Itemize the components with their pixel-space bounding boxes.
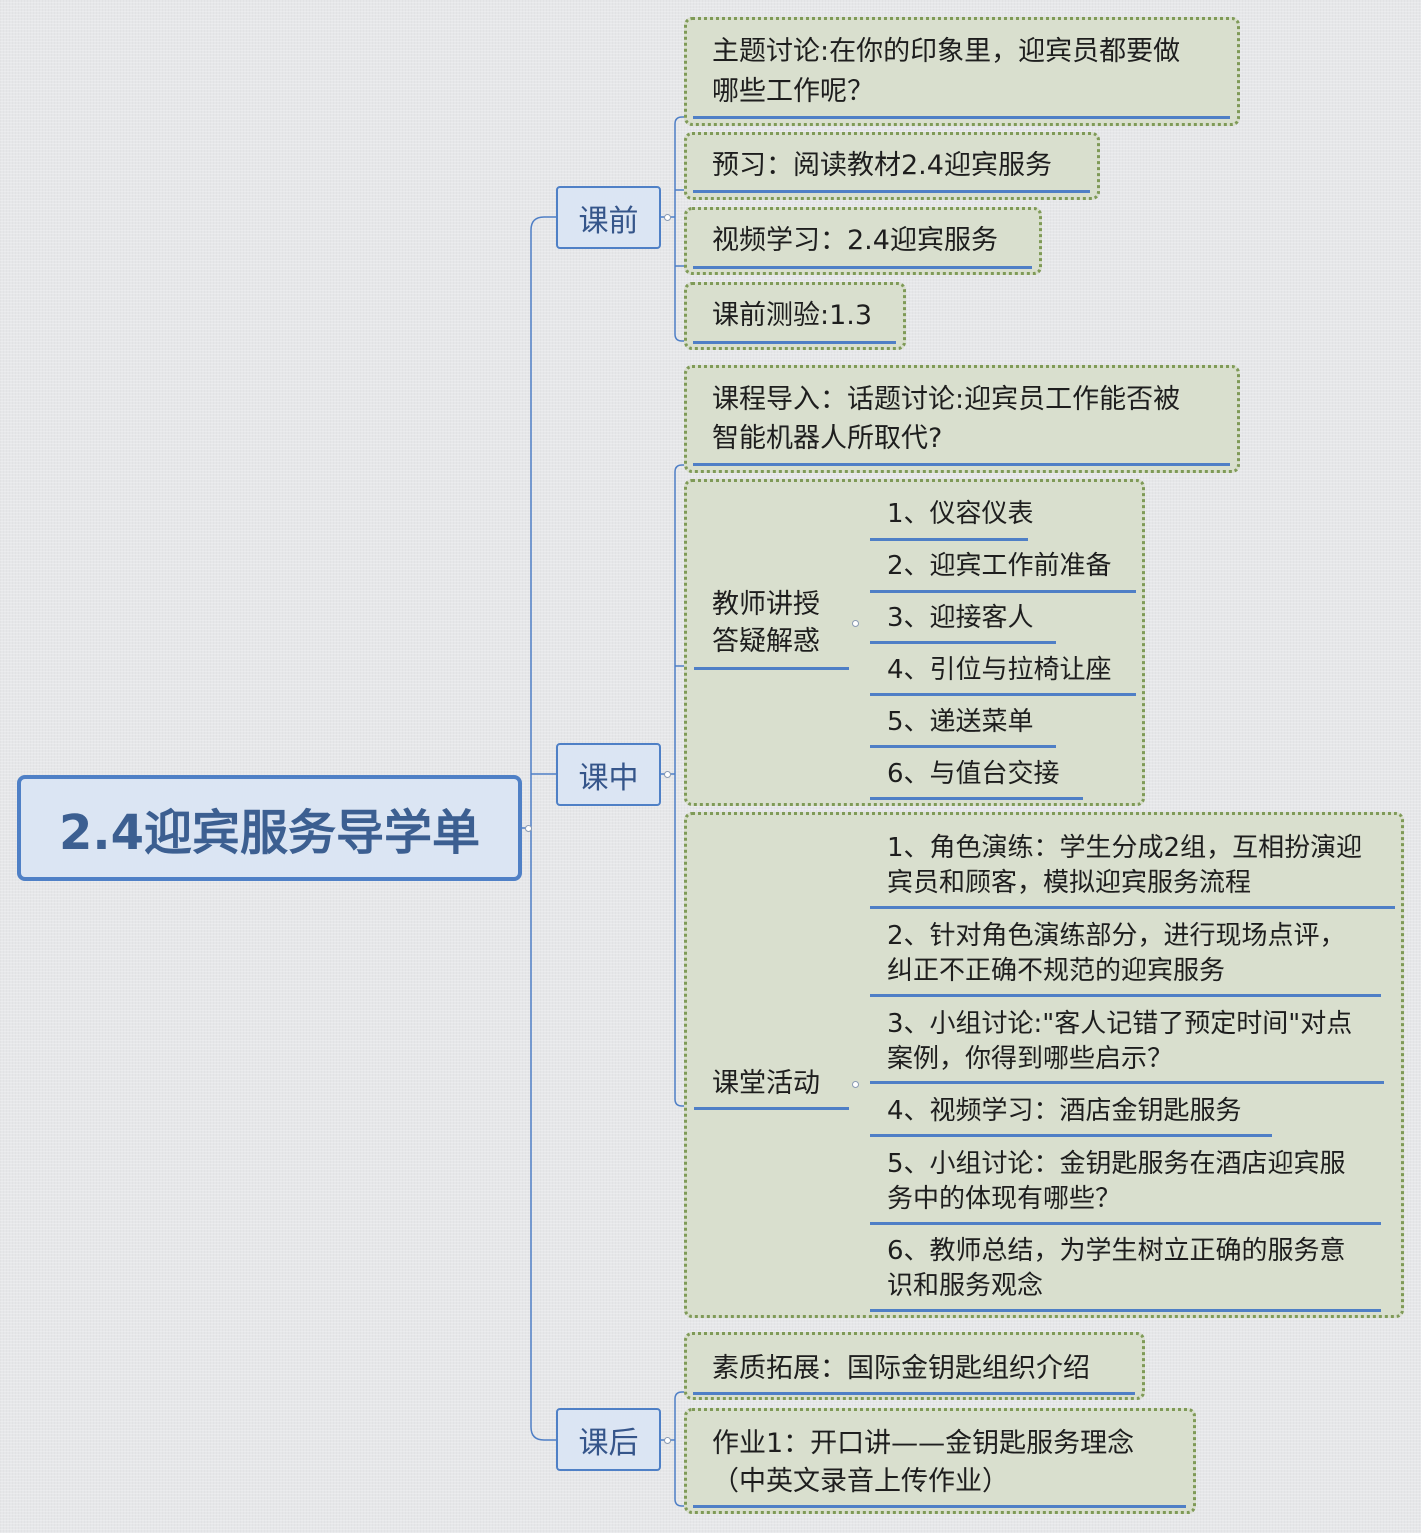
activity-item[interactable]: 纠正不正确不规范的迎宾服务 bbox=[887, 956, 1226, 986]
node-underline bbox=[693, 463, 1230, 466]
node-text: 课前测验:1.3 bbox=[712, 300, 873, 331]
activity-item[interactable]: 6、教师总结，为学生树立正确的服务意 bbox=[887, 1236, 1346, 1266]
node-underline bbox=[870, 641, 1056, 644]
node-underline bbox=[870, 906, 1395, 909]
node-underline bbox=[870, 1081, 1384, 1084]
activity-item[interactable]: 3、小组讨论:"客人记错了预定时间"对点 bbox=[887, 1009, 1353, 1039]
category-before-label: 课前 bbox=[578, 203, 639, 239]
node-text: 智能机器人所取代? bbox=[712, 423, 943, 454]
activities-label: 课堂活动 bbox=[712, 1068, 820, 1099]
activity-item[interactable]: 务中的体现有哪些？ bbox=[887, 1184, 1122, 1214]
root-collapse-toggle[interactable] bbox=[525, 825, 532, 832]
root-topic[interactable]: 2.4迎宾服务导学单 bbox=[17, 775, 522, 881]
lecture-item[interactable]: 5、递送菜单 bbox=[887, 707, 1034, 737]
category-after-label: 课后 bbox=[578, 1425, 639, 1461]
node-underline bbox=[870, 1309, 1381, 1312]
activities-collapse-toggle[interactable] bbox=[852, 1081, 859, 1088]
before-item-quiz[interactable]: 课前测验:1.3 bbox=[684, 282, 906, 350]
before-item-preview[interactable]: 预习：阅读教材2.4迎宾服务 bbox=[684, 132, 1100, 200]
lecture-item[interactable]: 3、迎接客人 bbox=[887, 603, 1034, 633]
node-underline bbox=[693, 116, 1230, 119]
activity-item[interactable]: 案例，你得到哪些启示？ bbox=[887, 1044, 1174, 1074]
node-underline bbox=[870, 797, 1083, 800]
before-item-video[interactable]: 视频学习：2.4迎宾服务 bbox=[684, 207, 1042, 275]
after-collapse-toggle[interactable] bbox=[664, 1437, 671, 1444]
category-after-class[interactable]: 课后 bbox=[556, 1408, 661, 1471]
node-underline bbox=[870, 538, 1028, 541]
node-underline bbox=[870, 1222, 1381, 1225]
node-text: 视频学习：2.4迎宾服务 bbox=[712, 225, 998, 256]
category-before-class[interactable]: 课前 bbox=[556, 186, 661, 249]
activity-item[interactable]: 识和服务观念 bbox=[887, 1271, 1044, 1301]
after-item-extension[interactable]: 素质拓展：国际金钥匙组织介绍 bbox=[684, 1332, 1145, 1400]
activity-item[interactable]: 1、角色演练：学生分成2组，互相扮演迎 bbox=[887, 833, 1363, 863]
during-lecture-group[interactable]: 教师讲授 答疑解惑 1、仪容仪表 2、迎宾工作前准备 3、迎接客人 4、引位与拉… bbox=[684, 479, 1145, 806]
activity-item[interactable]: 宾员和顾客，模拟迎宾服务流程 bbox=[887, 868, 1252, 898]
node-text: 素质拓展：国际金钥匙组织介绍 bbox=[712, 1353, 1090, 1384]
lecture-item[interactable]: 1、仪容仪表 bbox=[887, 499, 1034, 529]
category-during-label: 课中 bbox=[578, 760, 639, 796]
node-underline bbox=[870, 693, 1136, 696]
node-text: 预习：阅读教材2.4迎宾服务 bbox=[712, 150, 1052, 181]
activity-item[interactable]: 4、视频学习：酒店金钥匙服务 bbox=[887, 1096, 1242, 1126]
node-text: （中英文录音上传作业） bbox=[712, 1466, 1009, 1497]
lecture-item[interactable]: 2、迎宾工作前准备 bbox=[887, 551, 1112, 581]
lecture-label-line1: 教师讲授 bbox=[712, 589, 820, 620]
during-activities-group[interactable]: 课堂活动 1、角色演练：学生分成2组，互相扮演迎 宾员和顾客，模拟迎宾服务流程 … bbox=[684, 812, 1404, 1318]
node-underline bbox=[693, 1392, 1135, 1395]
node-underline bbox=[870, 590, 1136, 593]
node-underline bbox=[693, 1505, 1186, 1508]
activity-item[interactable]: 2、针对角色演练部分，进行现场点评， bbox=[887, 921, 1346, 951]
root-title: 2.4迎宾服务导学单 bbox=[58, 805, 481, 861]
node-underline bbox=[694, 667, 849, 670]
node-underline bbox=[693, 190, 1090, 193]
node-underline bbox=[693, 341, 896, 344]
during-item-intro[interactable]: 课程导入：话题讨论:迎宾员工作能否被 智能机器人所取代? bbox=[684, 365, 1240, 473]
lecture-item[interactable]: 4、引位与拉椅让座 bbox=[887, 655, 1112, 685]
activity-item[interactable]: 5、小组讨论：金钥匙服务在酒店迎宾服 bbox=[887, 1149, 1346, 1179]
before-item-topic-discussion[interactable]: 主题讨论:在你的印象里，迎宾员都要做 哪些工作呢？ bbox=[684, 17, 1240, 126]
node-underline bbox=[870, 1134, 1272, 1137]
node-underline bbox=[694, 1107, 849, 1110]
node-text: 主题讨论:在你的印象里，迎宾员都要做 bbox=[712, 36, 1181, 67]
before-collapse-toggle[interactable] bbox=[664, 214, 671, 221]
node-underline bbox=[870, 994, 1381, 997]
lecture-collapse-toggle[interactable] bbox=[852, 620, 859, 627]
node-text: 作业1：开口讲——金钥匙服务理念 bbox=[712, 1428, 1135, 1459]
after-item-homework[interactable]: 作业1：开口讲——金钥匙服务理念 （中英文录音上传作业） bbox=[684, 1408, 1196, 1514]
node-text: 课程导入：话题讨论:迎宾员工作能否被 bbox=[712, 384, 1181, 415]
lecture-item[interactable]: 6、与值台交接 bbox=[887, 759, 1060, 789]
node-underline bbox=[870, 745, 1056, 748]
lecture-label-line2: 答疑解惑 bbox=[712, 626, 820, 657]
during-collapse-toggle[interactable] bbox=[664, 771, 671, 778]
node-underline bbox=[693, 266, 1032, 269]
category-during-class[interactable]: 课中 bbox=[556, 743, 661, 806]
node-text: 哪些工作呢？ bbox=[712, 76, 874, 107]
